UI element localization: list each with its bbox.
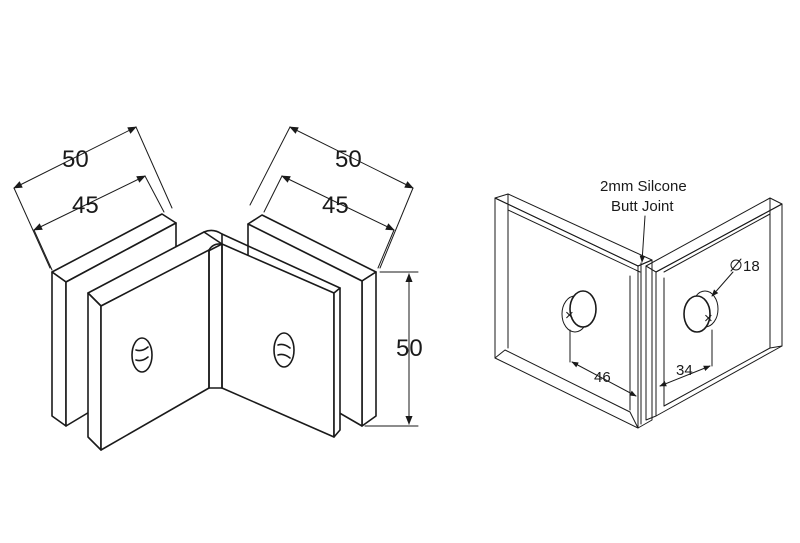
svg-text:×: × — [565, 307, 574, 324]
joint-note-line1: 2mm Silcone — [600, 178, 687, 195]
joint-note-line2: Butt Joint — [611, 198, 674, 215]
dim-hole-diameter-label: 18 — [743, 258, 760, 275]
dim-left-outer-label: 50 — [62, 146, 89, 173]
dim-right-offset-label: 34 — [676, 362, 693, 379]
right-glass-panel — [645, 197, 783, 421]
left-hole: × — [561, 290, 597, 333]
dim-right-outer-label: 50 — [335, 146, 362, 173]
dim-left-offset: 46 — [569, 329, 637, 397]
right-screw — [273, 332, 295, 368]
dim-height: 50 — [364, 271, 423, 427]
dim-left-inner: 45 — [33, 175, 165, 271]
dim-right-inner: 45 — [263, 175, 395, 269]
dim-height-label: 50 — [396, 335, 423, 362]
dim-left-inner-label: 45 — [72, 192, 99, 219]
clamp-body — [87, 229, 341, 451]
dim-right-inner-label: 45 — [322, 192, 349, 219]
left-clamp-view: 50 45 50 45 50 — [13, 126, 423, 451]
dim-left-offset-label: 46 — [594, 369, 611, 386]
left-screw — [131, 337, 153, 373]
right-hole: × — [683, 290, 719, 333]
dim-hole-diameter: 18 — [711, 258, 760, 297]
dim-left-outer: 50 — [13, 126, 173, 269]
svg-text:×: × — [704, 310, 713, 327]
right-glass-view: × × 2mm Silcone Butt Joint 18 46 — [494, 178, 783, 429]
joint-note: 2mm Silcone Butt Joint — [600, 178, 687, 263]
dim-right-offset: 34 — [659, 329, 713, 387]
